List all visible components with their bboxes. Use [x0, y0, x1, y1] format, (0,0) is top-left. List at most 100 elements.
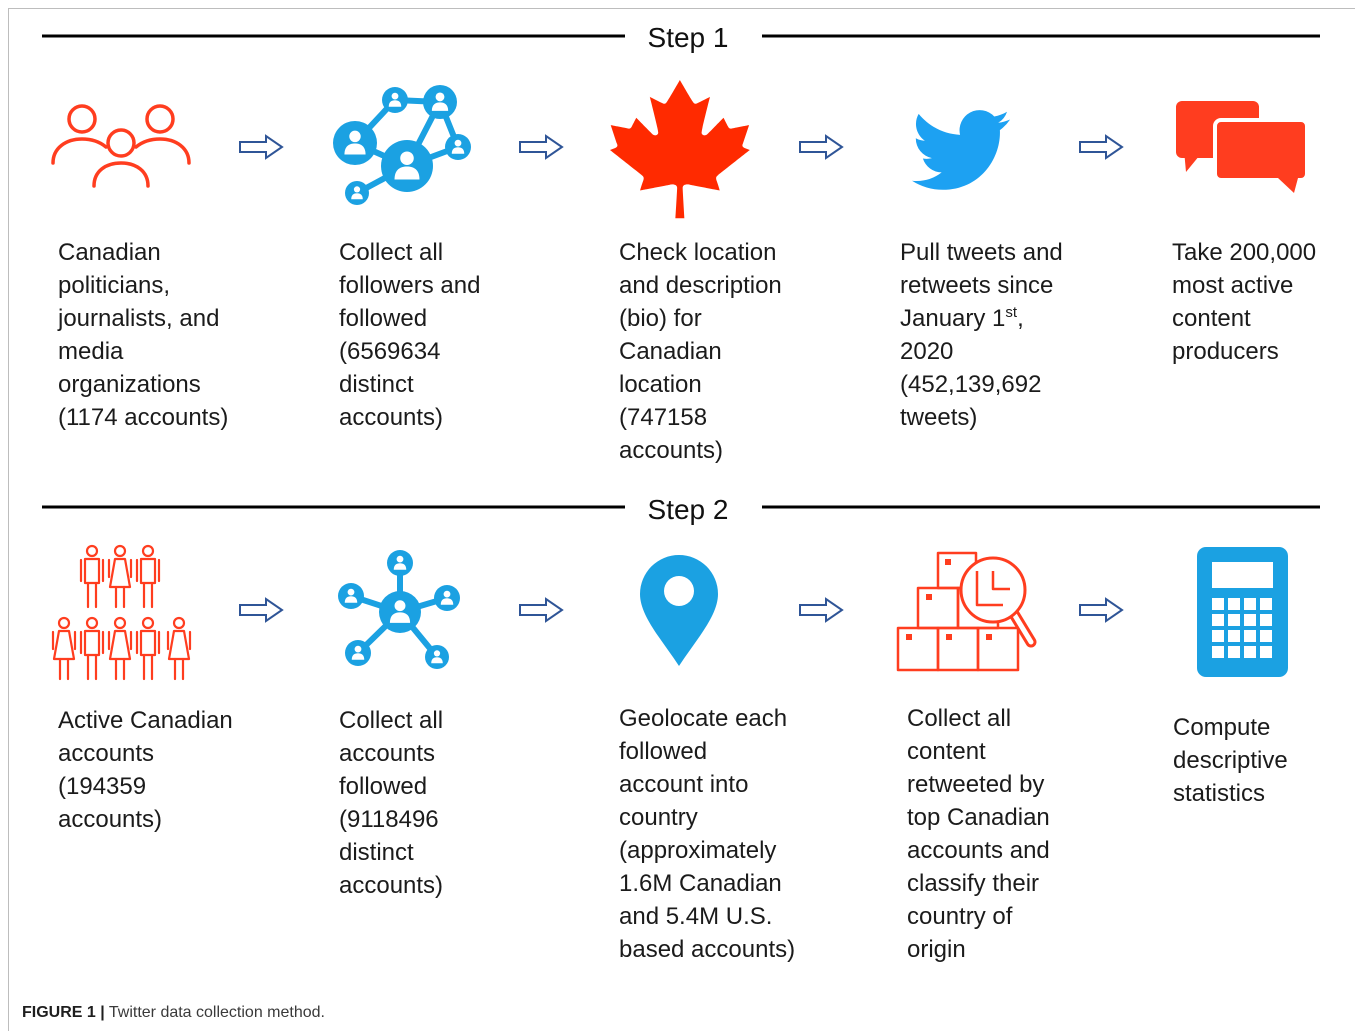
- text-line: journalists, and: [58, 305, 220, 332]
- box-tape: [945, 559, 951, 565]
- text-line: retweets since: [900, 272, 1054, 299]
- text-line: (747158: [619, 404, 708, 431]
- right-arrow-icon: [519, 598, 563, 622]
- female-figure: [166, 616, 192, 681]
- network-hub-node: [379, 591, 421, 633]
- male-figure: [79, 616, 105, 681]
- text-line: distinct: [339, 839, 414, 866]
- text-line: (6569634: [339, 338, 441, 365]
- text-line: classify their: [907, 870, 1040, 897]
- text-line: Pull tweets and: [900, 239, 1063, 266]
- calculator-key: [1228, 646, 1240, 658]
- text-line: accounts): [339, 872, 444, 899]
- speech-bubble-front: [1213, 118, 1309, 182]
- calculator-key: [1228, 598, 1240, 610]
- text-line: tweets): [900, 404, 978, 431]
- calculator-key: [1260, 646, 1272, 658]
- person-shoulders: [92, 161, 150, 188]
- text-line: content: [907, 738, 986, 765]
- text-line: statistics: [1173, 780, 1266, 807]
- network-node: [425, 645, 449, 669]
- text-line: Compute: [1173, 714, 1271, 741]
- text-line: based accounts): [619, 936, 796, 963]
- text-line: (approximately: [619, 837, 777, 864]
- male-figure: [135, 616, 161, 681]
- step1-collect-network-text: Collect all followers and followed (6569…: [339, 236, 480, 434]
- network-node: [345, 181, 369, 205]
- box-tape: [946, 634, 952, 640]
- text-line: country: [619, 804, 698, 831]
- text-line: Geolocate each: [619, 705, 788, 732]
- caption-text: Twitter data collection method.: [108, 1004, 325, 1021]
- box: [976, 626, 1020, 672]
- text-line: content: [1172, 305, 1251, 332]
- location-pin-icon: [640, 555, 718, 666]
- pin-hole: [664, 576, 694, 606]
- text-line: accounts): [58, 806, 163, 833]
- text-line: and 5.4M U.S.: [619, 903, 773, 930]
- female-figure: [107, 616, 133, 681]
- male-figure: [79, 544, 105, 609]
- step1-label: Step 1: [647, 22, 729, 53]
- network-node: [387, 550, 413, 576]
- step1-pull-tweets-text: Pull tweets and retweets since January 1…: [900, 236, 1063, 434]
- text-line: most active: [1172, 272, 1294, 299]
- step2-geolocate-text: Geolocate each followed account into cou…: [619, 702, 795, 966]
- calculator-key: [1244, 614, 1256, 626]
- twitter-bird-icon: [912, 110, 1010, 190]
- network-node: [381, 140, 433, 192]
- text-line: distinct: [339, 371, 414, 398]
- text-line: accounts): [619, 437, 724, 464]
- network-hub-icon: [338, 550, 460, 669]
- right-arrow-icon: [799, 135, 843, 159]
- text-line: (bio) for: [619, 305, 702, 332]
- text-line: Collect all: [339, 239, 444, 266]
- text-line: Collect all: [907, 705, 1012, 732]
- calculator-key: [1228, 614, 1240, 626]
- calculator-key: [1260, 598, 1272, 610]
- text-line: (1174 accounts): [58, 404, 229, 431]
- text-line: Active Canadian: [58, 707, 233, 734]
- calculator-key: [1212, 598, 1224, 610]
- text-line: (452,139,692: [900, 371, 1042, 398]
- male-figure: [135, 544, 161, 609]
- speech-bubbles-icon: [1176, 101, 1309, 193]
- person-head: [67, 104, 97, 134]
- caption-label: FIGURE 1 |: [22, 1004, 105, 1021]
- box-tape: [906, 634, 912, 640]
- speech-bubble-tail: [1278, 178, 1298, 193]
- female-figure: [107, 544, 133, 609]
- text-line: account into: [619, 771, 749, 798]
- crowd-icon: [51, 544, 192, 681]
- text-line: followed: [339, 305, 428, 332]
- text-line: 1.6M Canadian: [619, 870, 782, 897]
- text-line: followed: [339, 773, 428, 800]
- person-shoulders: [134, 137, 191, 165]
- calculator-icon: [1197, 547, 1288, 677]
- box: [896, 626, 940, 672]
- right-arrow-icon: [1079, 135, 1123, 159]
- text-line: accounts: [339, 740, 436, 767]
- step1-seed-accounts-text: Canadian politicians, journalists, and m…: [58, 236, 228, 434]
- step2-label: Step 2: [647, 494, 729, 525]
- text-line: 2020: [900, 338, 954, 365]
- network-node: [445, 134, 471, 160]
- speech-bubble-tail: [1184, 150, 1204, 172]
- text-line: media: [58, 338, 124, 365]
- calculator-key: [1244, 646, 1256, 658]
- network-node: [434, 585, 460, 611]
- text-line: retweeted by: [907, 771, 1045, 798]
- text-line: Check location: [619, 239, 777, 266]
- network-node: [333, 121, 377, 165]
- text-line: producers: [1172, 338, 1279, 365]
- social-network-icon: [333, 85, 471, 205]
- calculator-key: [1244, 598, 1256, 610]
- right-arrow-icon: [799, 598, 843, 622]
- box-tape: [986, 634, 992, 640]
- text-line: and description: [619, 272, 782, 299]
- female-figure: [51, 616, 77, 681]
- date-punctuation: ,: [1017, 305, 1024, 332]
- network-node: [382, 87, 408, 113]
- pin-body: [640, 555, 718, 666]
